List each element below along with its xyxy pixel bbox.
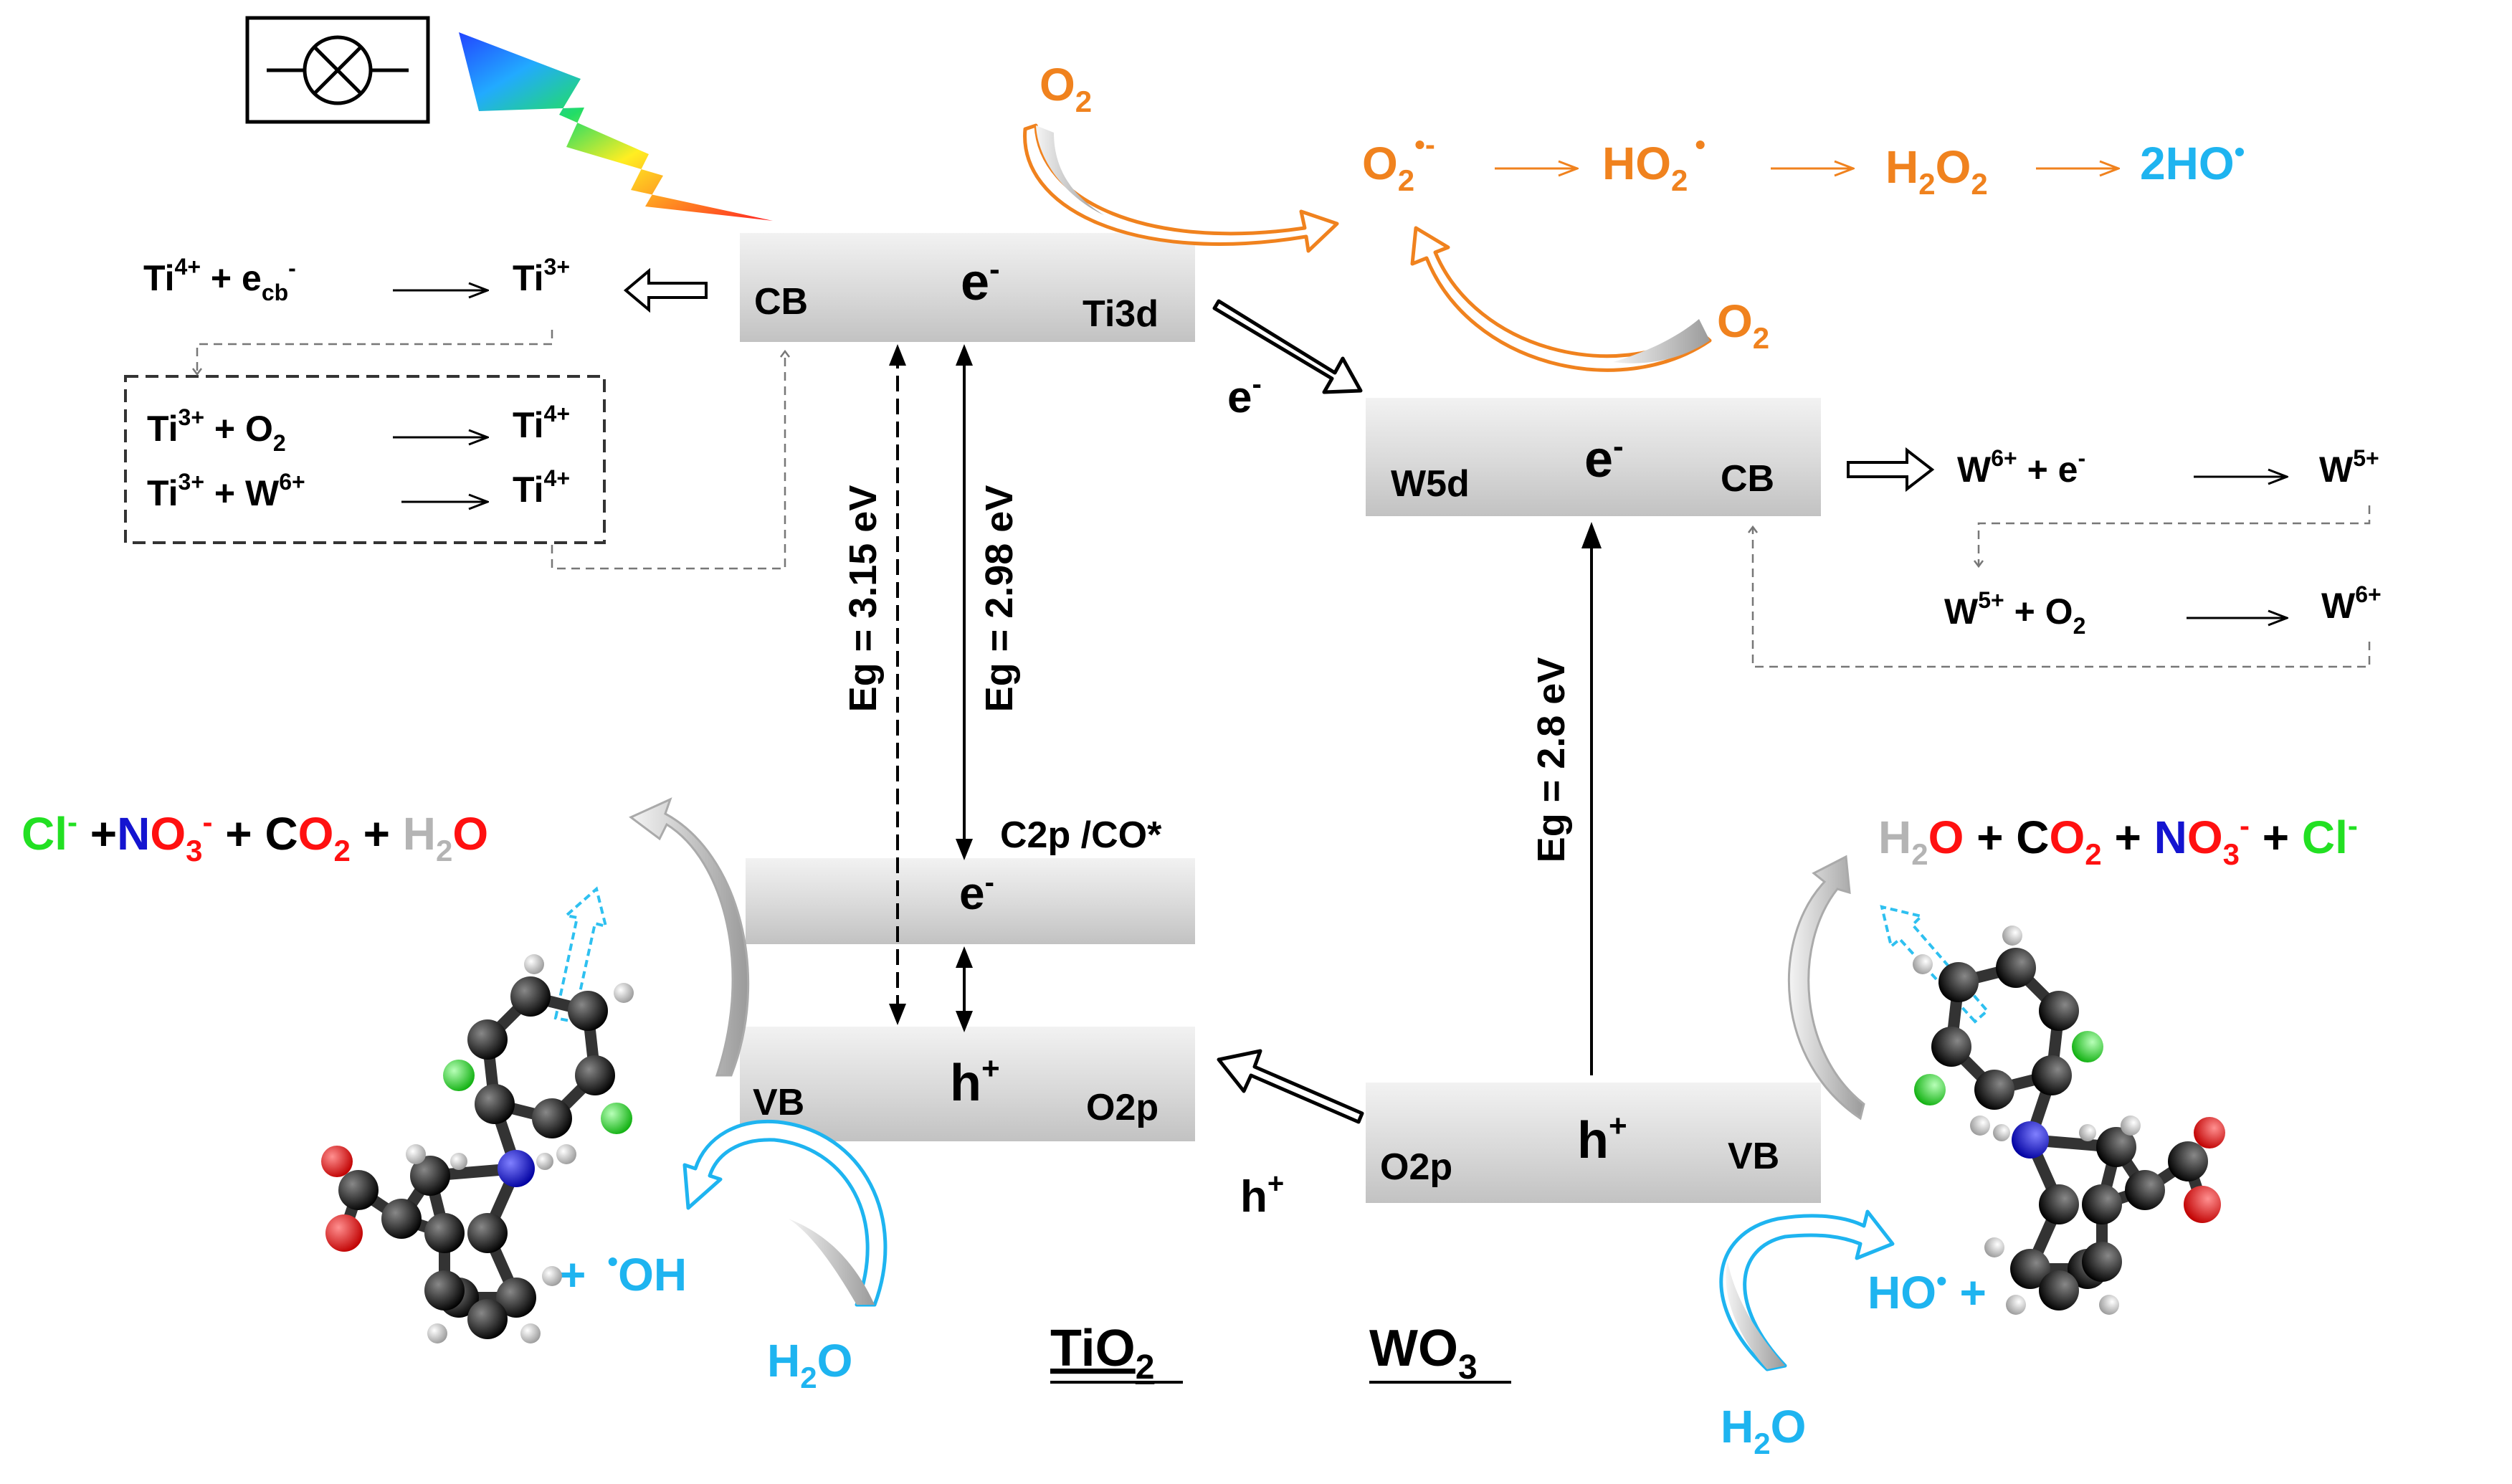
ti-reaction-1: Ti4+ + ecb- Ti3+: [143, 254, 570, 305]
tio2-cb-orbital: Ti3d: [1083, 293, 1159, 335]
tio2-mid-carrier: e-: [959, 867, 994, 919]
svg-text:Ti4+: Ti4+: [513, 465, 570, 510]
o2-top-label: O2: [1039, 59, 1092, 118]
svg-text:O2•-: O2•-: [1362, 128, 1435, 197]
svg-text:Ti3+ + O2: Ti3+ + O2: [147, 404, 286, 456]
w-reduction-arrow: [1847, 447, 1935, 493]
wo3-material-label: WO3: [1369, 1320, 1478, 1387]
o2-right-label: O2: [1717, 295, 1769, 355]
tio2-vb-orbital: O2p: [1086, 1087, 1159, 1128]
svg-text:Ti4+ + ecb-: Ti4+ + ecb-: [143, 254, 296, 305]
hole-transfer-arrow: [1217, 1049, 1364, 1124]
o2-gray-tail: [1036, 125, 1104, 215]
tio2-conduction-band: CB e- Ti3d: [740, 233, 1195, 342]
left-water-gray-tail: [789, 1219, 875, 1305]
hole-transfer-label: h+: [1240, 1168, 1284, 1222]
ti3-formation-arrow: [623, 267, 708, 313]
superoxide-chain: O2•- HO2• H2O2 2HO•: [1362, 128, 2245, 201]
svg-text:Ti3+ + W6+: Ti3+ + W6+: [147, 469, 305, 513]
left-mineralization-products: Cl- +NO3- + CO2 + H2O: [22, 805, 488, 867]
electron-transfer-label: e-: [1227, 368, 1262, 422]
tio2-vb-label: VB: [753, 1082, 804, 1123]
w-reaction-1: W6+ + e- W5+: [1957, 445, 2379, 490]
tio2-midgap-band: e-: [746, 858, 1195, 944]
right-water-label: H2O: [1721, 1401, 1806, 1460]
tio2-bandgap-arrows: [889, 344, 973, 1032]
right-mineralization-gray-arrow: [1787, 855, 1865, 1121]
svg-text:Ti3+: Ti3+: [513, 254, 570, 298]
tio2-valence-band: VB h+ O2p: [740, 1027, 1195, 1141]
svg-text:W6+ + e-: W6+ + e-: [1957, 445, 2085, 490]
svg-text:H2O2: H2O2: [1885, 141, 1988, 201]
ti-reaction-2: Ti3+ + O2 Ti4+: [147, 401, 570, 456]
left-mineralization-gray-arrow: [629, 797, 750, 1077]
wo3-vb-carrier: h+: [1577, 1108, 1627, 1169]
w-reaction-2: W5+ + O2 W6+: [1944, 581, 2382, 639]
wo3-vb-orbital: O2p: [1380, 1146, 1452, 1188]
light-spectrum-icon: [459, 32, 773, 221]
wo3-conduction-band: W5d e- CB: [1366, 398, 1821, 516]
electron-transfer-arrow: [1212, 299, 1363, 394]
wo3-o2-reduction-curved-arrow: [1410, 226, 1712, 372]
w-cycle-dashed-connectors: [1748, 505, 2371, 668]
right-dashed-block-arrow: [1880, 905, 1989, 1024]
wo3-cb-carrier: e-: [1584, 429, 1624, 488]
right-water-gray-tail: [1726, 1262, 1785, 1369]
svg-text:W5+: W5+: [2319, 445, 2379, 490]
tio2-bandgap-label-2-98: Eg = 2.98 eV: [978, 485, 1021, 713]
wo3-bandgap-label: Eg = 2.8 eV: [1530, 657, 1573, 863]
tio2-cb-label: CB: [754, 281, 808, 323]
midgap-state-label: C2p /CO*: [1000, 814, 1162, 856]
molecule-icon: [1913, 926, 2225, 1315]
ti-reaction-3: Ti3+ + W6+ Ti4+: [147, 465, 570, 513]
right-hydroxyl-radical: HO• +: [1868, 1264, 1987, 1318]
tio2-bandgap-label-3-15: Eg = 3.15 eV: [842, 485, 885, 713]
left-hydroxyl-radical: +•OH: [559, 1245, 687, 1300]
lamp-symbol-icon: [245, 16, 430, 124]
ti-cycle-dashed-connectors: [192, 330, 790, 570]
left-water-label: H2O: [767, 1335, 852, 1394]
tio2-cb-carrier: e-: [961, 252, 1000, 311]
o2-right-gray-tail: [1613, 319, 1710, 363]
wo3-valence-band: O2p h+ VB: [1366, 1083, 1821, 1203]
ti-regeneration-box: [124, 375, 606, 544]
molecule-icon: [321, 954, 634, 1343]
wo3-vb-label: VB: [1728, 1136, 1779, 1177]
tio2-material-label: TiO2: [1050, 1320, 1154, 1387]
svg-text:Ti4+: Ti4+: [513, 401, 570, 445]
right-mineralization-products: H2O + CO2 + NO3- + Cl-: [1878, 809, 2358, 871]
right-water-oxidation-curved-arrow: [1719, 1209, 1895, 1371]
svg-text:W5+ + O2: W5+ + O2: [1944, 587, 2085, 639]
wo3-cb-label: CB: [1721, 458, 1774, 500]
tio2-vb-carrier: h+: [950, 1051, 1000, 1112]
svg-text:2HO•: 2HO•: [2140, 135, 2245, 189]
svg-text:HO2•: HO2•: [1602, 128, 1705, 197]
wo3-bandgap-arrow: [1581, 522, 1602, 1075]
wo3-cb-orbital: W5d: [1391, 463, 1470, 505]
svg-text:W6+: W6+: [2321, 581, 2382, 626]
